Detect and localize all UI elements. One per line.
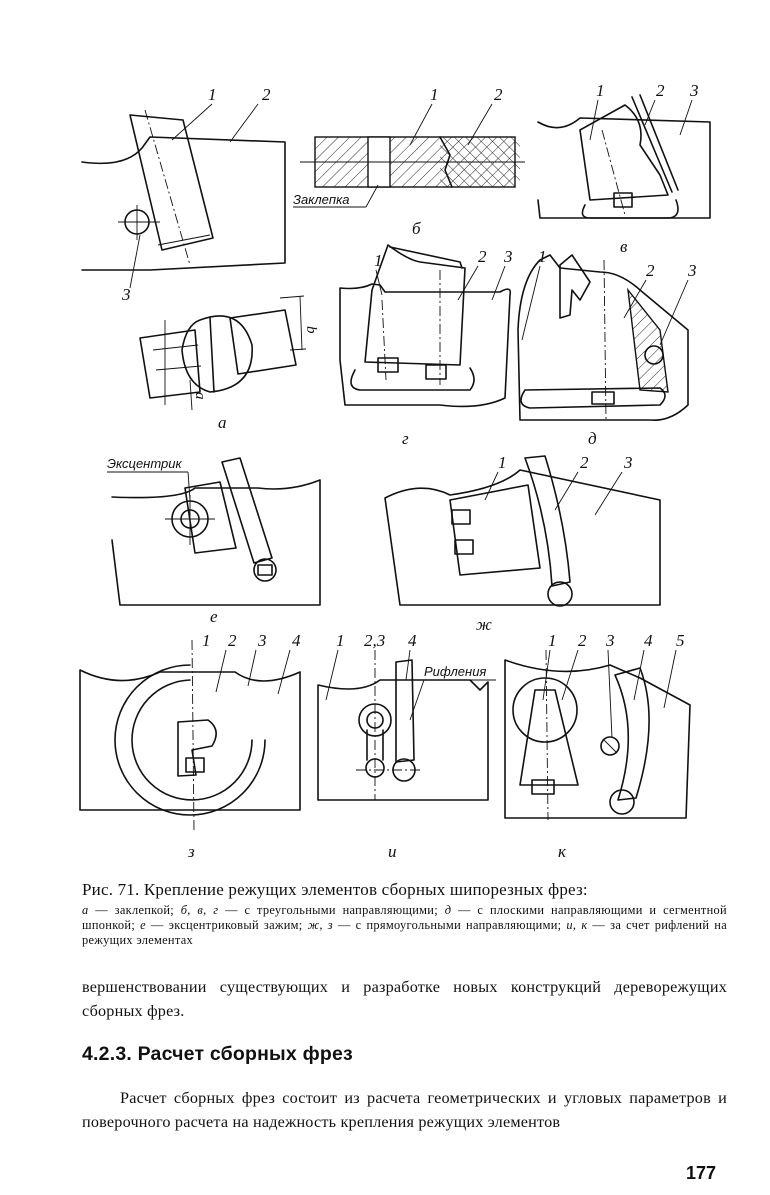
dim-label: a (192, 392, 208, 400)
panel-v: 1 2 3 в (537, 81, 711, 256)
panel-letter: ж (476, 615, 492, 634)
callout: 2 (656, 81, 665, 100)
callout: 4 (292, 631, 301, 650)
panel-letter: в (620, 237, 628, 256)
callout: 3 (689, 81, 699, 100)
panel-letter: а (218, 413, 227, 432)
legend-key: б, в, г (180, 903, 219, 917)
callout: 2 (580, 453, 589, 472)
callout: 2 (578, 631, 587, 650)
legend-text: — с прямоугольными направляющими; (332, 918, 567, 932)
panel-b: Заклепка 1 2 б (293, 85, 525, 238)
dim-label: b (303, 326, 319, 334)
panel-i: 1 2,3 4 Рифления и (317, 631, 496, 861)
callout: 1 (538, 247, 547, 266)
callout: 3 (503, 247, 513, 266)
callout: 2 (228, 631, 237, 650)
legend-text: — за счет рифлений на режущих элементах (82, 918, 727, 947)
figure-71: 1 2 3 b a а Заклепка 1 2 б 1 2 3 (79, 81, 711, 861)
panel-d: 1 2 3 д (517, 247, 697, 448)
callout: 1 (596, 81, 605, 100)
legend-key: е (140, 918, 146, 932)
legend-text: — эксцентриковый зажим; (145, 918, 308, 932)
eccentric-label: Эксцентрик (107, 456, 182, 471)
callout: 1 (430, 85, 439, 104)
section-heading: 4.2.3. Расчет сборных фрез (82, 1043, 353, 1065)
callout: 3 (687, 261, 697, 280)
callout: 2 (646, 261, 655, 280)
panel-z: 1 2 3 4 з (79, 631, 301, 861)
page-number: 177 (686, 1163, 717, 1183)
callout: 1 (336, 631, 345, 650)
legend-text: — заклепкой; (88, 903, 181, 917)
panel-letter: и (388, 842, 397, 861)
panel-letter: з (187, 842, 195, 861)
callout: 1 (374, 251, 383, 270)
panel-a: 1 2 3 b a а (81, 85, 319, 432)
callout: 3 (257, 631, 267, 650)
figure-caption: Рис. 71. Крепление режущих элементов сбо… (82, 880, 727, 948)
callout: 2,3 (364, 631, 385, 650)
rivet-label: Заклепка (293, 192, 349, 207)
callout: 4 (408, 631, 417, 650)
legend-key: д (444, 903, 452, 917)
panel-letter: е (210, 607, 218, 626)
panel-letter: б (412, 219, 421, 238)
legend-key: ж, з (307, 918, 333, 932)
callout: 1 (548, 631, 557, 650)
serration-label: Рифления (424, 664, 486, 679)
callout: 2 (262, 85, 271, 104)
panel-zh: 1 2 3 ж (384, 453, 661, 634)
panel-letter: д (588, 429, 597, 448)
callout: 5 (676, 631, 685, 650)
panel-g: 1 2 3 г (339, 244, 513, 448)
callout: 1 (498, 453, 507, 472)
panel-letter: г (402, 429, 409, 448)
legend-text: — с плоскими направляющими и сегментной … (82, 903, 727, 932)
callout: 3 (605, 631, 615, 650)
body-paragraph: вершенствовании существующих и разработк… (82, 978, 727, 1020)
callout: 1 (202, 631, 211, 650)
body-paragraph: Расчет сборных фрез состоит из расчета г… (82, 1089, 727, 1131)
panel-letter: к (558, 842, 567, 861)
callout: 2 (478, 247, 487, 266)
legend-text: — с треугольными направляющими; (218, 903, 445, 917)
caption-legend: а — заклепкой; б, в, г — с треугольными … (82, 903, 727, 948)
callout: 2 (494, 85, 503, 104)
legend-key: а (82, 903, 89, 917)
panel-k: 1 2 3 4 5 к (504, 631, 691, 861)
legend-key: и, к (566, 918, 588, 932)
callout: 3 (623, 453, 633, 472)
panel-e: Эксцентрик е (107, 456, 321, 626)
callout: 3 (121, 285, 131, 304)
callout: 4 (644, 631, 653, 650)
callout: 1 (208, 85, 217, 104)
caption-title: Рис. 71. Крепление режущих элементов сбо… (82, 880, 588, 899)
